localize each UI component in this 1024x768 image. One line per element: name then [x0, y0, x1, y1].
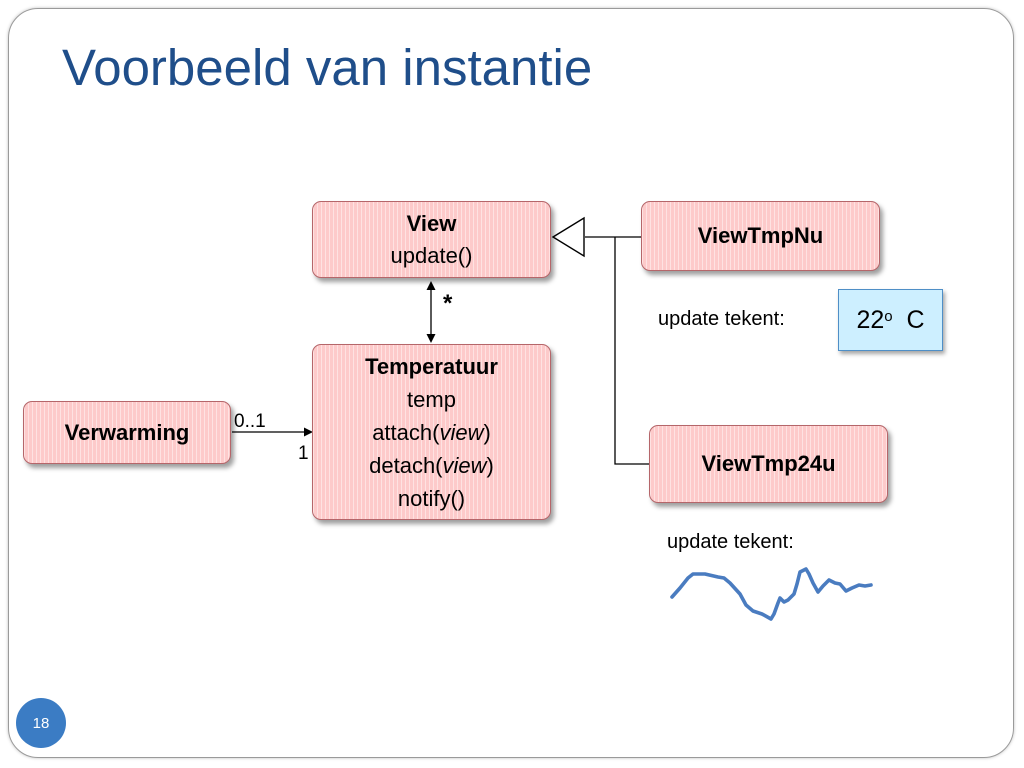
class-temperatuur: Temperatuur temp attach(view) detach(vie… [312, 344, 551, 520]
multiplicity-verwarming: 0..1 [234, 411, 266, 432]
temperature-sparkline [670, 567, 873, 621]
generalization-line-24u [614, 237, 649, 465]
arrowhead-down [426, 334, 436, 343]
generalization-triangle [551, 216, 585, 258]
class-temperatuur-name: Temperatuur [365, 353, 498, 379]
class-temperatuur-detach: detach(view) [369, 452, 494, 478]
class-verwarming: Verwarming [23, 401, 231, 464]
class-verwarming-name: Verwarming [64, 419, 190, 445]
class-viewtmp24u-name: ViewTmp24u [701, 451, 836, 476]
temperature-value: 22 [856, 305, 885, 334]
class-temperatuur-attach: attach(view) [372, 419, 491, 445]
temperature-unit: C [906, 305, 925, 334]
multiplicity-star: * [443, 290, 453, 317]
class-viewtmpnu-name: ViewTmpNu [697, 223, 824, 248]
degree-sign: o [884, 307, 893, 325]
class-view: View update() [312, 201, 551, 278]
class-view-method: update() [390, 242, 473, 268]
class-temperatuur-notify: notify() [397, 485, 466, 511]
multiplicity-temperatuur: 1 [298, 443, 309, 464]
class-view-name: View [406, 210, 457, 236]
page-number-badge: 18 [16, 698, 66, 748]
note-nu-label: update tekent: [658, 308, 785, 330]
class-viewtmp24u: ViewTmp24u [649, 425, 888, 503]
slide-frame [8, 8, 1014, 758]
arrowhead-right [304, 427, 313, 437]
class-temperatuur-attribute: temp [407, 386, 456, 412]
arrowhead-up [426, 281, 436, 290]
slide-title: Voorbeeld van instantie [62, 39, 593, 96]
class-viewtmpnu: ViewTmpNu [641, 201, 880, 271]
note-24u-label: update tekent: [667, 531, 794, 553]
